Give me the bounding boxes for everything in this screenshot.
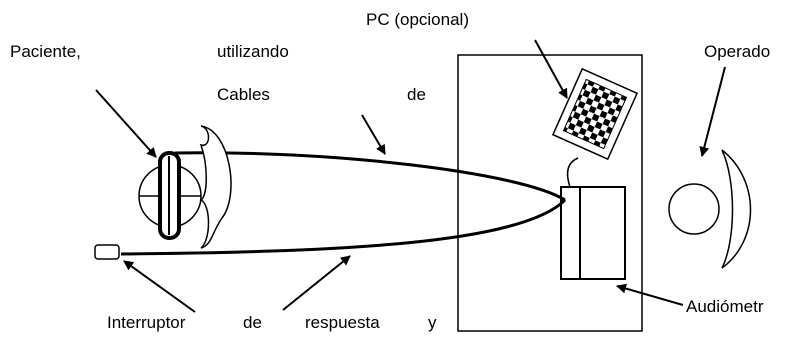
y-label: y bbox=[428, 313, 437, 332]
operator-label: Operado bbox=[704, 42, 771, 61]
audiometer-icon bbox=[560, 157, 626, 280]
arrow-to-operator bbox=[699, 66, 726, 157]
pc-label: PC (opcional) bbox=[366, 10, 469, 29]
patient-label: Paciente, bbox=[10, 42, 81, 61]
arrow-to-audiometer bbox=[616, 283, 684, 306]
headphone-cable bbox=[174, 151, 566, 202]
utilizando-label: utilizando bbox=[217, 42, 289, 61]
arrow-to-pc bbox=[534, 39, 568, 99]
audiometer-label: Audiómetr bbox=[686, 297, 764, 316]
arrow-to-response-switch bbox=[123, 260, 196, 313]
cables-label: Cables bbox=[217, 85, 270, 104]
arrow-to-switch-cable bbox=[282, 255, 351, 311]
de-label-top: de bbox=[407, 85, 426, 104]
patient-head-icon bbox=[138, 125, 232, 249]
interruptor-label: Interruptor bbox=[107, 313, 186, 332]
response-switch-cable bbox=[120, 198, 567, 256]
equipment-room-box bbox=[457, 54, 643, 332]
response-switch-icon bbox=[94, 244, 120, 260]
de-label-bottom: de bbox=[243, 313, 262, 332]
operator-head-icon bbox=[668, 149, 752, 269]
arrow-to-headphone-cable bbox=[361, 114, 386, 155]
arrow-to-patient bbox=[95, 89, 157, 158]
respuesta-label: respuesta bbox=[305, 313, 380, 332]
pc-icon bbox=[551, 67, 639, 161]
